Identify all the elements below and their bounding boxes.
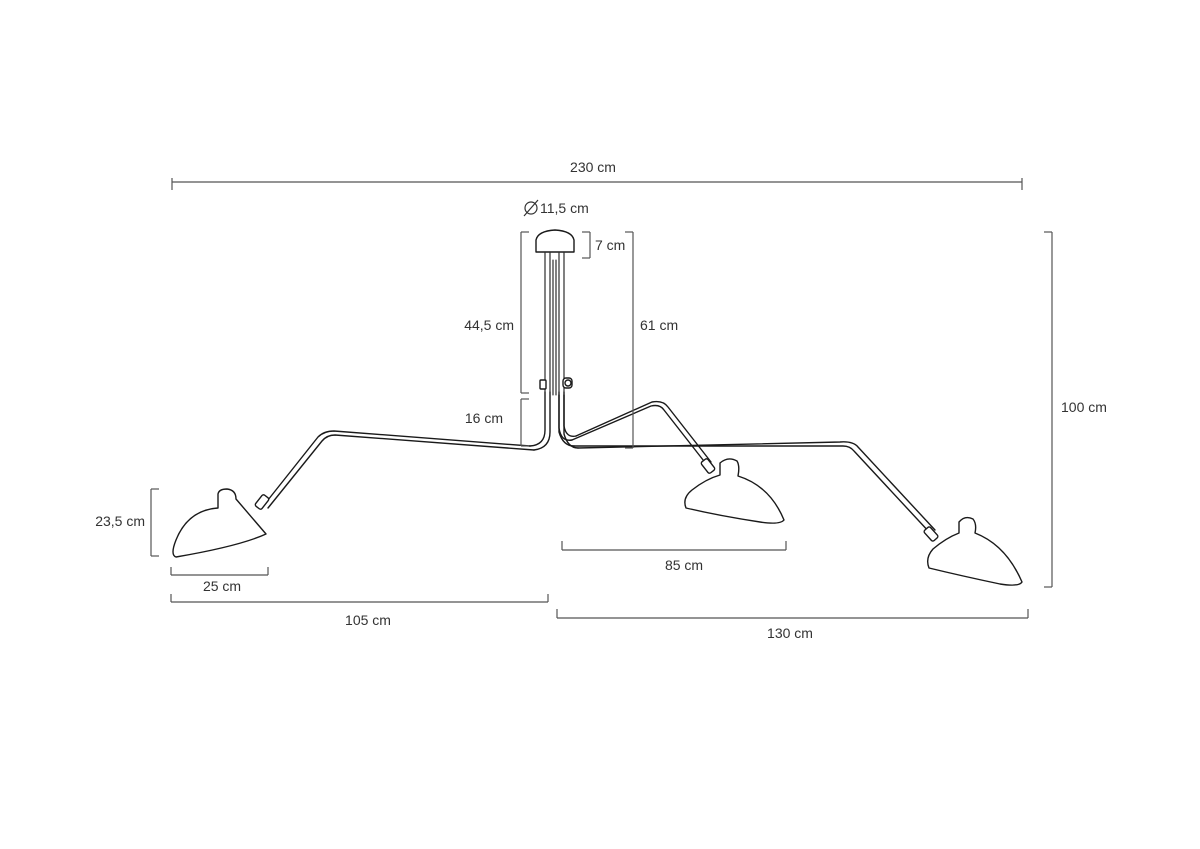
dimension-overall-width [171, 178, 1023, 190]
middle-shade [684, 458, 785, 524]
dimension-overall-height [1044, 231, 1053, 588]
label-overall-width: 230 cm [570, 159, 616, 175]
label-overall-height: 100 cm [1061, 399, 1107, 415]
right-shade [926, 516, 1023, 586]
label-stem-height: 44,5 cm [464, 317, 514, 333]
label-elbow-height: 16 cm [465, 410, 503, 426]
label-drop-height: 61 cm [640, 317, 678, 333]
dimension-labels: 230 cm 11,5 cm 7 cm 44,5 cm 61 cm 16 cm … [95, 159, 1107, 641]
left-shade [172, 488, 267, 558]
label-arm-middle: 85 cm [665, 557, 703, 573]
middle-arm [571, 400, 716, 474]
central-stems [544, 252, 565, 396]
dimension-shade-height [150, 488, 159, 557]
label-shade-height: 23,5 cm [95, 513, 145, 529]
diameter-icon [523, 199, 539, 217]
dimension-arm-middle [561, 541, 787, 551]
label-canopy-height: 7 cm [595, 237, 625, 253]
dimension-lines [150, 178, 1053, 619]
dimension-elbow-height [520, 398, 529, 447]
label-canopy-diameter: 11,5 cm [540, 200, 589, 216]
dimension-arm-right [556, 609, 1029, 619]
dimension-stem-height [520, 231, 529, 394]
ceiling-canopy [535, 229, 575, 253]
right-arm [573, 441, 939, 542]
left-arm [254, 430, 535, 510]
lamp-drawing [172, 229, 1023, 586]
dimension-drop-height [625, 231, 634, 449]
dimension-arm-left [170, 594, 549, 603]
label-arm-left: 105 cm [345, 612, 391, 628]
dimension-shade-width [170, 567, 269, 576]
dimension-canopy-height [582, 231, 591, 259]
swivel-joints [539, 377, 573, 390]
label-arm-right: 130 cm [767, 625, 813, 641]
label-shade-width: 25 cm [203, 578, 241, 594]
stem-elbows [529, 391, 579, 451]
